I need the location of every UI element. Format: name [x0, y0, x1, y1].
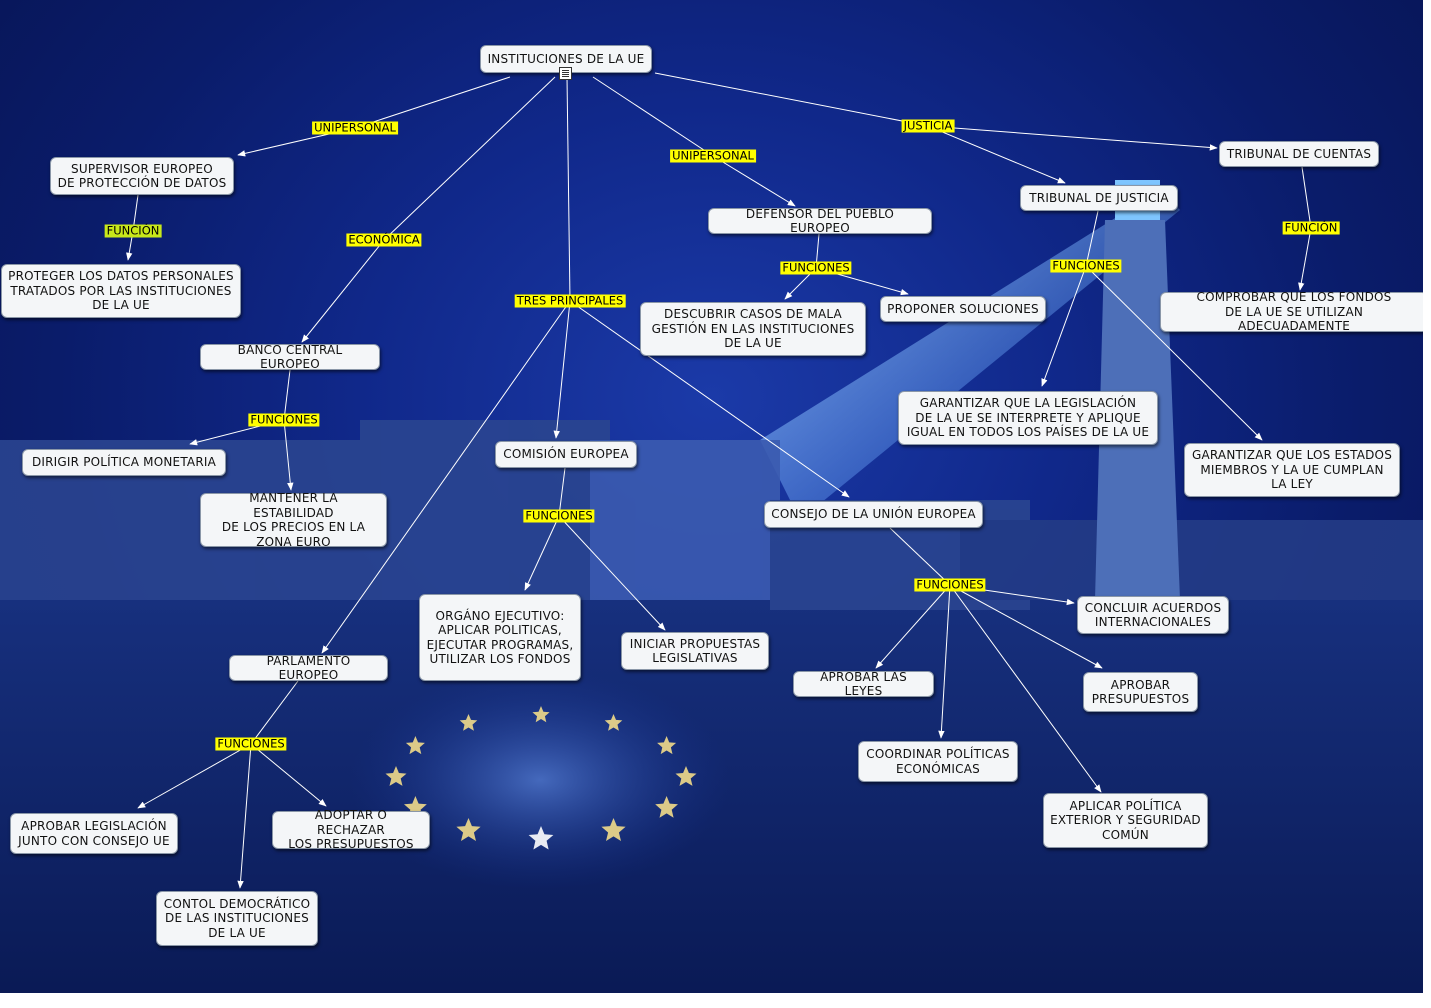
- connector-line: [302, 240, 384, 342]
- connector-line: [876, 585, 950, 668]
- node-banco-central[interactable]: BANCO CENTRAL EUROPEO: [200, 344, 380, 370]
- connector-line: [384, 77, 555, 240]
- label-unipersonal-defensor: UNIPERSONAL: [670, 150, 756, 163]
- node-tribunal-justicia[interactable]: TRIBUNAL DE JUSTICIA: [1020, 185, 1178, 211]
- connector-line: [251, 681, 298, 744]
- connector-line: [525, 516, 559, 590]
- connector-line: [1302, 167, 1311, 228]
- connector-line: [593, 77, 713, 156]
- label-unipersonal-supervisor: UNIPERSONAL: [312, 122, 398, 135]
- node-proteger-datos[interactable]: PROTEGER LOS DATOS PERSONALES TRATADOS P…: [1, 264, 241, 318]
- node-concluir-acuerdos[interactable]: CONCLUIR ACUERDOS INTERNACIONALES: [1077, 596, 1229, 634]
- connector-line: [251, 744, 326, 806]
- node-aprobar-presupuestos[interactable]: APROBAR PRESUPUESTOS: [1083, 672, 1198, 712]
- node-mantener-estabilidad[interactable]: MANTENER LA ESTABILIDAD DE LOS PRECIOS E…: [200, 493, 387, 547]
- node-organo-ejecutivo[interactable]: ORGÁNO EJECUTIVO: APLICAR POLITICAS, EJE…: [419, 594, 581, 681]
- concept-map-canvas: INSTITUCIONES DE LA UE SUPERVISOR EUROPE…: [0, 0, 1423, 993]
- node-proponer-soluciones[interactable]: PROPONER SOLUCIONES: [880, 296, 1046, 322]
- node-comision-europea[interactable]: COMISIÓN EUROPEA: [495, 441, 637, 468]
- connector-line: [941, 585, 950, 738]
- node-aprobar-leyes[interactable]: APROBAR LAS LEYES: [793, 671, 934, 697]
- node-adoptar-rechazar[interactable]: ADOPTAR O RECHAZAR LOS PRESUPUESTOS: [272, 811, 430, 849]
- connector-line: [556, 301, 570, 438]
- label-funciones-defensor: FUNCIONES: [780, 262, 851, 275]
- node-consejo-ue[interactable]: CONSEJO DE LA UNIÓN EUROPEA: [764, 501, 983, 528]
- label-funcion-tribunal-cuentas: FUNCIÓN: [1283, 222, 1340, 235]
- label-funcion-supervisor: FUNCIÓN: [105, 225, 162, 238]
- node-garantizar-legislacion[interactable]: GARANTIZAR QUE LA LEGISLACIÓN DE LA UE S…: [898, 391, 1158, 445]
- node-aplicar-politica-exterior[interactable]: APLICAR POLÍTICA EXTERIOR Y SEGURIDAD CO…: [1043, 793, 1208, 848]
- label-funciones-comision: FUNCIONES: [523, 510, 594, 523]
- connector-line: [655, 73, 928, 126]
- node-comprobar-fondos[interactable]: COMPROBAR QUE LOS FONDOS DE LA UE SE UTI…: [1160, 292, 1423, 332]
- node-supervisor-europeo[interactable]: SUPERVISOR EUROPEO DE PROTECCIÓN DE DATO…: [50, 157, 234, 195]
- node-coordinar-politicas[interactable]: COORDINAR POLÍTICAS ECONÓMICAS: [858, 741, 1018, 782]
- connector-line: [928, 126, 1217, 148]
- label-funciones-parlamento: FUNCIONES: [215, 738, 286, 751]
- label-funciones-banco: FUNCIONES: [248, 414, 319, 427]
- label-funciones-consejo: FUNCIONES: [914, 579, 985, 592]
- document-icon[interactable]: [559, 67, 572, 80]
- node-iniciar-propuestas[interactable]: INICIAR PROPUESTAS LEGISLATIVAS: [621, 632, 769, 670]
- connector-line: [240, 744, 251, 888]
- label-economica: ECONÓMICA: [346, 234, 421, 247]
- node-defensor-pueblo[interactable]: DEFENSOR DEL PUEBLO EUROPEO: [708, 208, 932, 234]
- connector-line: [890, 528, 950, 585]
- connector-line: [567, 77, 570, 301]
- node-control-democratico[interactable]: CONTOL DEMOCRÁTICO DE LAS INSTITUCIONES …: [156, 891, 318, 946]
- label-tres-principales: TRES PRINCIPALES: [515, 295, 626, 308]
- connector-line: [284, 420, 291, 490]
- node-parlamento-europeo[interactable]: PARLAMENTO EUROPEO: [229, 655, 388, 681]
- node-garantizar-estados[interactable]: GARANTIZAR QUE LOS ESTADOS MIEMBROS Y LA…: [1184, 443, 1400, 497]
- label-justicia: JUSTICIA: [902, 120, 955, 133]
- connector-line: [1300, 228, 1311, 290]
- connector-line: [713, 156, 795, 206]
- label-funciones-tribunal-justicia: FUNCIONES: [1050, 260, 1121, 273]
- node-dirigir-politica[interactable]: DIRIGIR POLÍTICA MONETARIA: [22, 449, 226, 476]
- node-descubrir-casos[interactable]: DESCUBRIR CASOS DE MALA GESTIÓN EN LAS I…: [640, 302, 866, 356]
- node-aprobar-legislacion[interactable]: APROBAR LEGISLACIÓN JUNTO CON CONSEJO UE: [10, 813, 178, 854]
- node-tribunal-cuentas[interactable]: TRIBUNAL DE CUENTAS: [1219, 141, 1379, 167]
- connector-line: [138, 744, 251, 808]
- connector-line: [1042, 266, 1086, 386]
